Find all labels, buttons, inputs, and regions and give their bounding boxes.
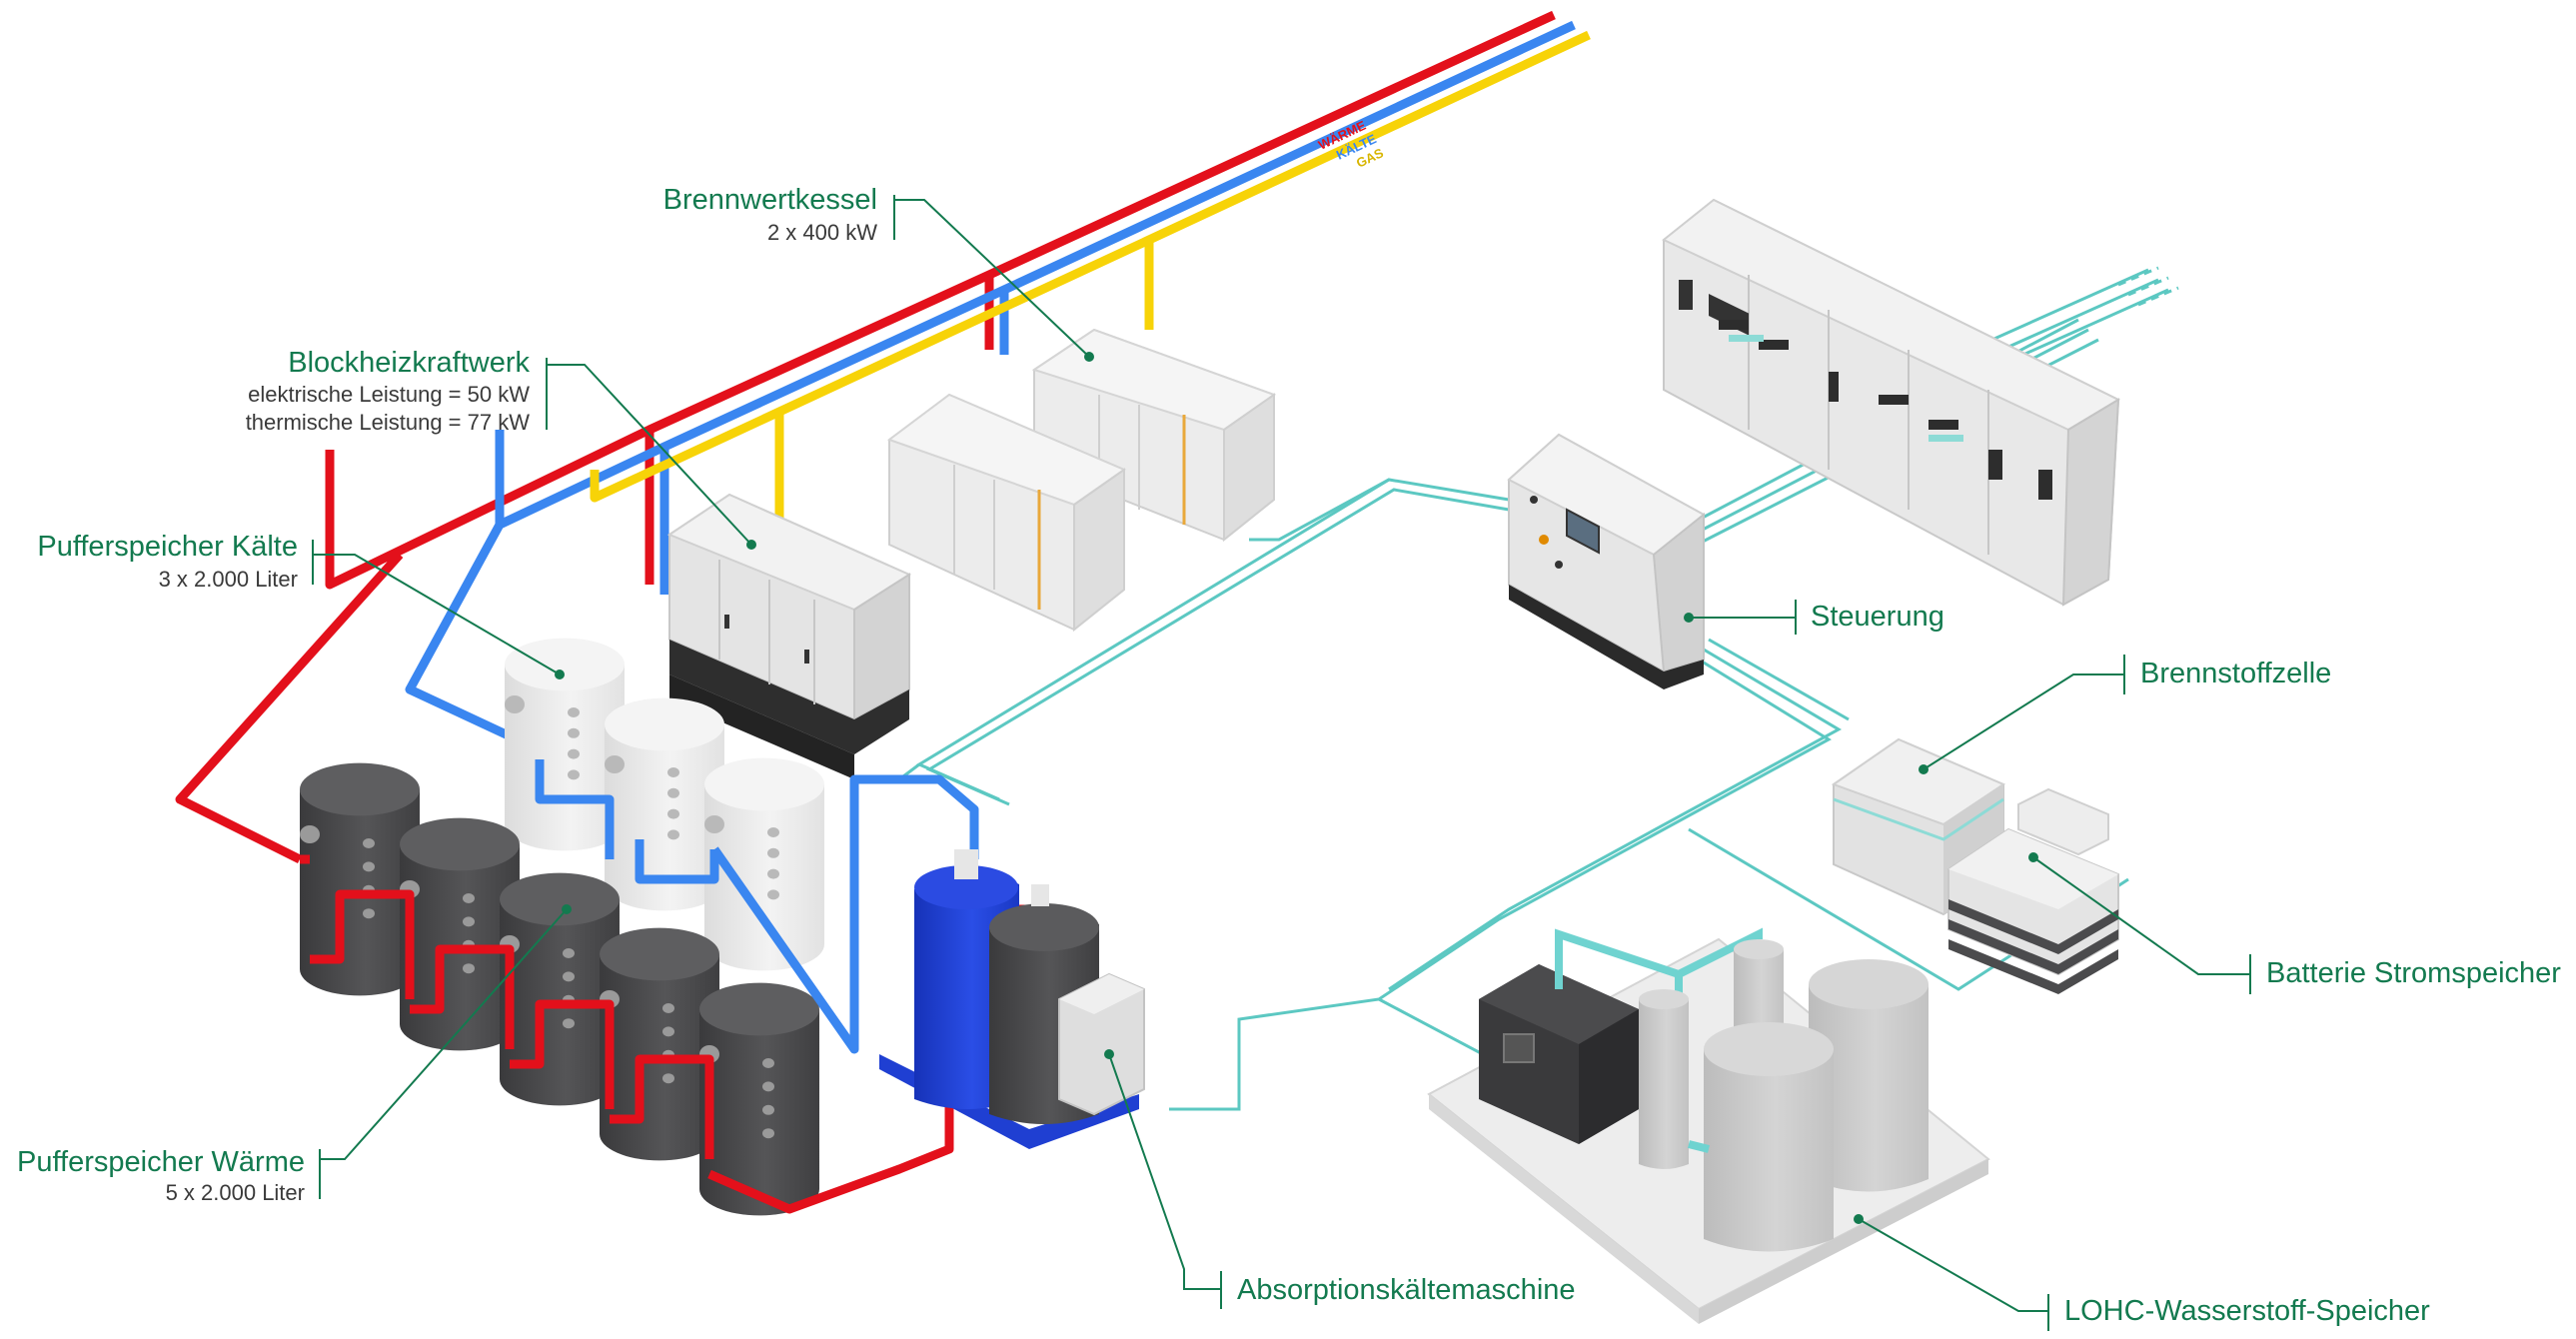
chp-unit	[666, 493, 912, 779]
label-bhkw-thermal: thermische Leistung = 77 kW	[245, 410, 530, 435]
switch-cabinet	[1662, 198, 2121, 607]
label-brennstoffzelle: Brennstoffzelle	[2140, 658, 2332, 689]
pipe-bundle	[175, 10, 1591, 864]
heat-tank-5	[699, 982, 819, 1216]
label-puffer-kaelte-volume: 3 x 2.000 Liter	[158, 567, 298, 592]
label-steuerung: Steuerung	[1811, 601, 1944, 633]
condensing-boiler-left	[886, 393, 1127, 633]
cold-tank-3	[704, 757, 824, 971]
label-bhkw: Blockheizkraftwerk	[288, 347, 530, 379]
label-batterie: Batterie Stromspeicher	[2266, 957, 2561, 989]
label-brennwertkessel: Brennwertkessel	[662, 184, 877, 216]
label-brennwertkessel-power: 2 x 400 kW	[766, 220, 877, 245]
cold-tank-2	[605, 697, 724, 911]
label-puffer-waerme-volume: 5 x 2.000 Liter	[165, 1180, 305, 1205]
cold-tank-1	[505, 638, 625, 851]
label-puffer-kaelte: Pufferspeicher Kälte	[37, 531, 298, 563]
label-puffer-waerme: Pufferspeicher Wärme	[17, 1146, 305, 1178]
label-absorption: Absorptionskältemaschine	[1237, 1274, 1576, 1306]
leader-lines	[312, 195, 2251, 1331]
absorption-chiller	[879, 849, 1145, 1149]
lohc-storage	[1427, 927, 1990, 1324]
battery-storage	[1947, 787, 2119, 994]
cold-pipe-tank-connections	[535, 759, 979, 1054]
leader-dots	[555, 352, 2038, 1224]
label-lohc: LOHC-Wasserstoff-Speicher	[2064, 1295, 2430, 1327]
cold-buffer-tanks	[505, 638, 824, 971]
control-unit	[1507, 433, 1706, 689]
label-bhkw-electric: elektrische Leistung = 50 kW	[248, 382, 530, 407]
